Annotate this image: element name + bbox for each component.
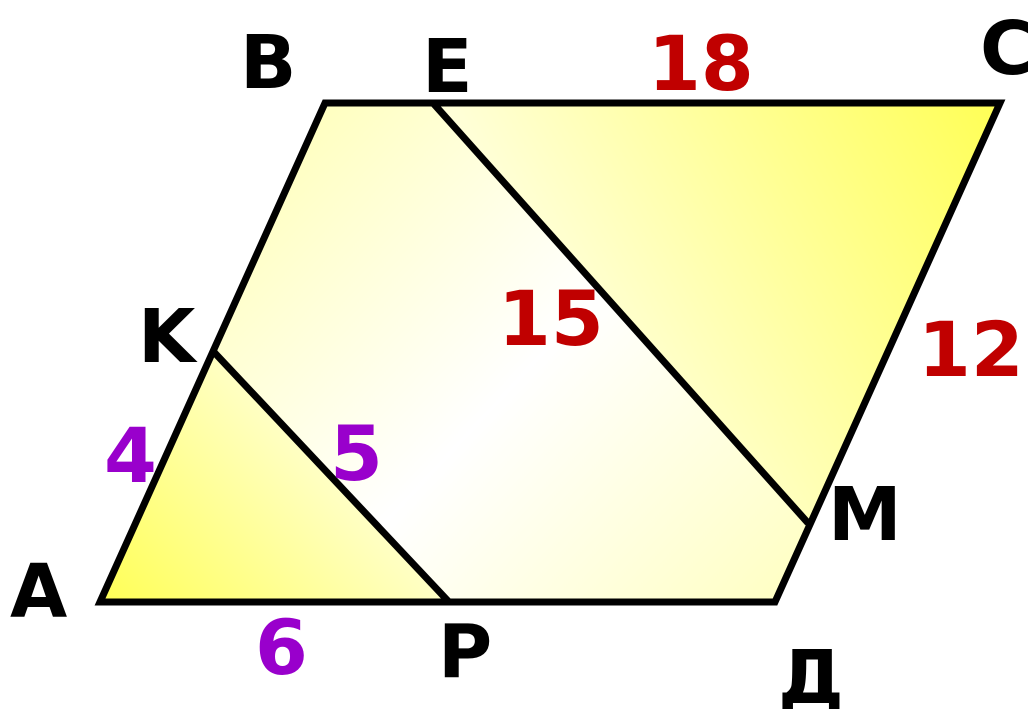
measure-kp: 5 xyxy=(330,409,383,498)
vertex-label-p: P xyxy=(438,609,492,695)
vertex-label-m: M xyxy=(828,472,902,558)
vertex-label-c: C xyxy=(980,6,1028,92)
vertex-label-d: Д xyxy=(778,635,844,709)
vertex-label-b: B xyxy=(240,20,296,106)
measure-ap: 6 xyxy=(255,603,308,692)
parallelogram-abcd xyxy=(94,99,1006,606)
vertex-label-k: K xyxy=(138,294,198,380)
measure-cm: 12 xyxy=(918,305,1024,394)
triangle-ecm-fill xyxy=(433,103,1000,523)
measure-ec: 18 xyxy=(648,19,754,108)
segment-em xyxy=(430,100,811,526)
vertex-label-e: E xyxy=(422,24,473,110)
segment-kp xyxy=(209,347,452,605)
vertex-label-a: A xyxy=(10,549,67,635)
measure-em: 15 xyxy=(498,274,604,363)
measure-ak: 4 xyxy=(104,411,157,500)
